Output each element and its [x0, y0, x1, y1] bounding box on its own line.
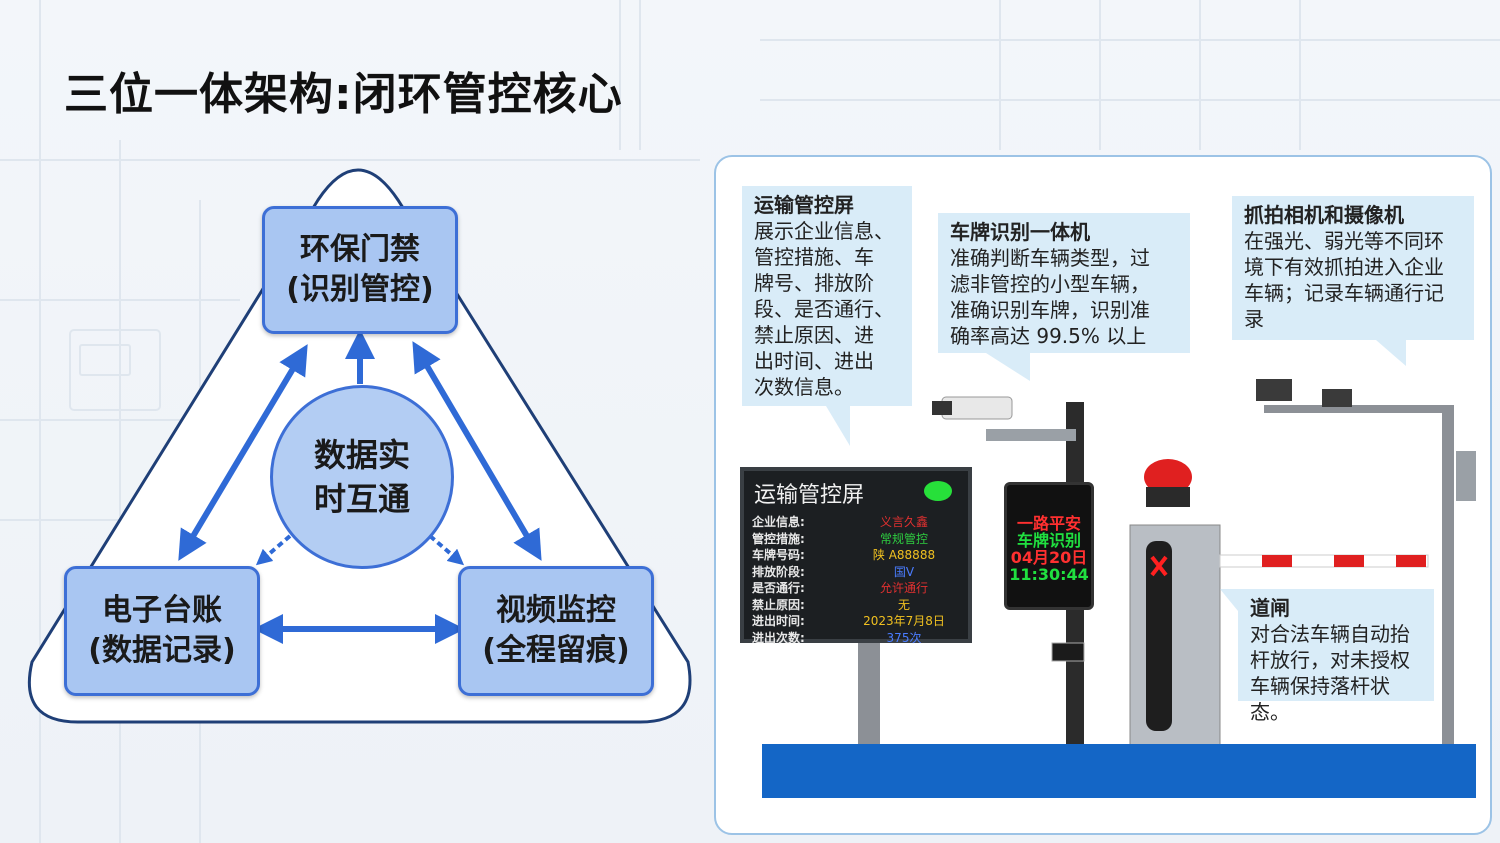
- screen-row-value: 陕 A88888: [872, 548, 936, 562]
- led-board-line: 11:30:44: [1009, 565, 1089, 584]
- callout-screen-line: 管控措施、车: [754, 245, 874, 269]
- callout-screen-line: 禁止原因、进: [754, 323, 874, 347]
- screen-row-label: 禁止原因:: [752, 597, 805, 612]
- callout-camera-line: 境下有效抓拍进入企业: [1244, 255, 1444, 279]
- callout-screen: 运输管控屏 展示企业信息、管控措施、车牌号、排放阶段、是否通行、禁止原因、进出时…: [742, 186, 912, 406]
- callout-camera-line: 车辆；记录车辆通行记: [1244, 281, 1444, 305]
- callout-camera: 抓拍相机和摄像机 在强光、弱光等不同环境下有效抓拍进入企业车辆；记录车辆通行记录: [1232, 196, 1474, 340]
- screen-row-label: 车牌号码:: [752, 548, 805, 562]
- barrier-gate-icon: [1129, 459, 1429, 746]
- screen-row-label: 进出时间:: [752, 614, 805, 628]
- camera-icon: [932, 396, 1013, 420]
- screen-row-label: 企业信息:: [752, 515, 805, 529]
- node-video-monitor: 视频监控 (全程留痕): [458, 566, 654, 696]
- equipment-illustration: [858, 379, 1476, 747]
- screen-row-value: 常规管控: [879, 531, 928, 546]
- small-sign: [1051, 642, 1085, 662]
- callout-screen-line: 牌号、排放阶: [754, 271, 874, 295]
- node-video-monitor-line2: (全程留痕): [482, 633, 630, 668]
- callout-screen-tail: [826, 406, 850, 446]
- arrow-center-left: [255, 534, 292, 566]
- callout-screen-title: 运输管控屏: [754, 193, 854, 217]
- screen-pole: [858, 643, 880, 745]
- callout-camera-title: 抓拍相机和摄像机: [1244, 203, 1404, 227]
- callout-plate-line: 准确识别车牌，识别准: [950, 298, 1150, 322]
- arrow-center-right: [428, 534, 465, 566]
- screen-row-value: 2023年7月8日: [863, 614, 945, 628]
- led-board-line: 车牌识别: [1016, 531, 1081, 550]
- callout-screen-line: 段、是否通行、: [754, 297, 894, 321]
- callout-gate-title: 道闸: [1250, 596, 1290, 620]
- screen-row-label: 是否通行:: [752, 581, 805, 595]
- callout-gate-line: 对合法车辆自动抬: [1250, 622, 1410, 646]
- callout-plate-line: 滤非管控的小型车辆，: [950, 272, 1150, 296]
- screen-title: 运输管控屏: [754, 483, 865, 508]
- node-access-control-line1: 环保门禁: [300, 232, 420, 267]
- screen-status-led: [924, 481, 952, 501]
- callout-camera-line: 在强光、弱光等不同环: [1244, 229, 1444, 253]
- callout-screen-line: 展示企业信息、: [754, 219, 894, 243]
- center-line1: 数据实: [313, 436, 410, 474]
- node-e-ledger-line2: (数据记录): [88, 633, 236, 668]
- screen-row-label: 进出次数:: [752, 630, 805, 645]
- page-title: 三位一体架构:闭环管控核心: [64, 69, 623, 120]
- transport-control-screen: 运输管控屏 企业信息: 义言久鑫管控措施: 常规管控车牌号码: 陕 A88888 排放阶…: [740, 467, 972, 645]
- callout-screen-line: 次数信息。: [754, 375, 854, 399]
- callout-camera-line: 录: [1244, 307, 1264, 331]
- ground-strip: [762, 744, 1476, 798]
- callout-gate-line: 车辆保持落杆状态。: [1250, 674, 1390, 724]
- node-access-control: 环保门禁 (识别管控): [262, 206, 458, 334]
- screen-row-value: 无: [897, 597, 910, 612]
- capture-camera-icon: [1256, 379, 1476, 745]
- callout-plate-tail: [986, 353, 1030, 381]
- arrow-top-right: [412, 341, 542, 561]
- screen-row-value: 375次: [886, 630, 922, 645]
- screen-row-value: 义言久鑫: [879, 515, 928, 529]
- callout-camera-tail: [1376, 340, 1406, 366]
- equipment-panel: 运输管控屏 企业信息: 义言久鑫管控措施: 常规管控车牌号码: 陕 A88888 排放阶…: [714, 155, 1492, 835]
- screen-row-value: 允许通行: [879, 581, 928, 595]
- node-video-monitor-line1: 视频监控: [496, 593, 616, 628]
- screen-row-value: 国V: [893, 564, 915, 579]
- led-board-line: 04月20日: [1010, 548, 1088, 567]
- center-data-sync: 数据实 时互通: [270, 385, 454, 569]
- center-line2: 时互通: [313, 480, 410, 518]
- callout-gate: 道闸 对合法车辆自动抬杆放行，对未授权车辆保持落杆状态。: [1238, 589, 1434, 724]
- node-e-ledger-line1: 电子台账: [102, 593, 222, 628]
- callout-plate: 车牌识别一体机 准确判断车辆类型，过滤非管控的小型车辆，准确识别车牌，识别准确率…: [938, 213, 1190, 353]
- node-e-ledger: 电子台账 (数据记录): [64, 566, 260, 696]
- camera-arm: [986, 429, 1076, 441]
- callout-gate-line: 杆放行，对未授权: [1250, 648, 1410, 672]
- callout-plate-title: 车牌识别一体机: [950, 220, 1090, 244]
- screen-row-label: 管控措施:: [752, 531, 805, 546]
- arrow-top-left: [178, 344, 308, 561]
- screen-row-label: 排放阶段:: [752, 564, 805, 579]
- callout-gate-tail: [1220, 589, 1238, 611]
- callout-plate-line: 确率高达 99.5% 以上: [950, 324, 1147, 348]
- callout-screen-line: 出时间、进出: [754, 349, 874, 373]
- led-board-line: 一路平安: [1016, 514, 1081, 533]
- callout-plate-line: 准确判断车辆类型，过: [950, 246, 1150, 270]
- node-access-control-line2: (识别管控): [286, 272, 434, 307]
